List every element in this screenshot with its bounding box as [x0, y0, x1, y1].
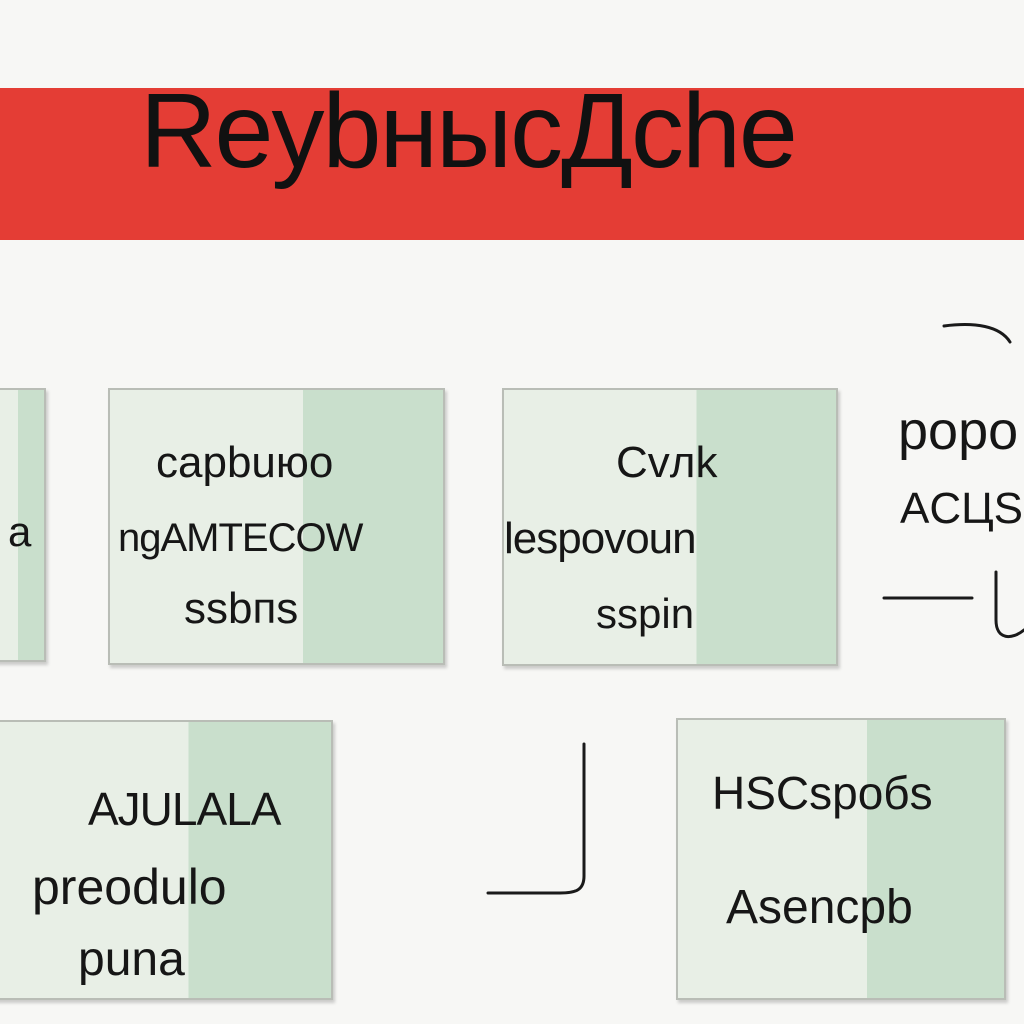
- card-line: HSCspoбs: [712, 767, 933, 819]
- banner-title: ReybнысДche: [140, 72, 798, 190]
- connector-hook-right: [994, 570, 1024, 639]
- card-top-2: Cvлk lespovoun sspin: [502, 388, 838, 666]
- card-line: lespovoun: [504, 514, 697, 563]
- title-banner: [0, 88, 1024, 240]
- side-label-top: popo: [898, 401, 1019, 461]
- card-line: puna: [78, 933, 185, 986]
- card-bottom-1: AJULALA preodulo puna: [0, 720, 333, 1000]
- card-top-1: capbuюo ngAMTECOW ssbпs: [108, 388, 445, 665]
- card-line: ngAMTECOW: [118, 516, 363, 560]
- card-line: capbuюo: [156, 438, 334, 487]
- connector-curve-top: [942, 323, 1012, 344]
- card-line: sspin: [596, 590, 695, 637]
- connector-elbow-bottom: [486, 742, 586, 895]
- card-left-partial: a: [0, 388, 46, 662]
- side-label-bottom: ACЦS: [900, 484, 1024, 533]
- card-line: Cvлk: [616, 438, 718, 487]
- card-line: a: [8, 508, 32, 555]
- card-line: preodulo: [32, 859, 227, 915]
- card-line: AJULALA: [88, 783, 281, 835]
- card-bottom-2: HSCspoбs Asenсpb: [676, 718, 1006, 1000]
- card-line: Asenсpb: [726, 881, 913, 934]
- card-line: ssbпs: [184, 584, 299, 633]
